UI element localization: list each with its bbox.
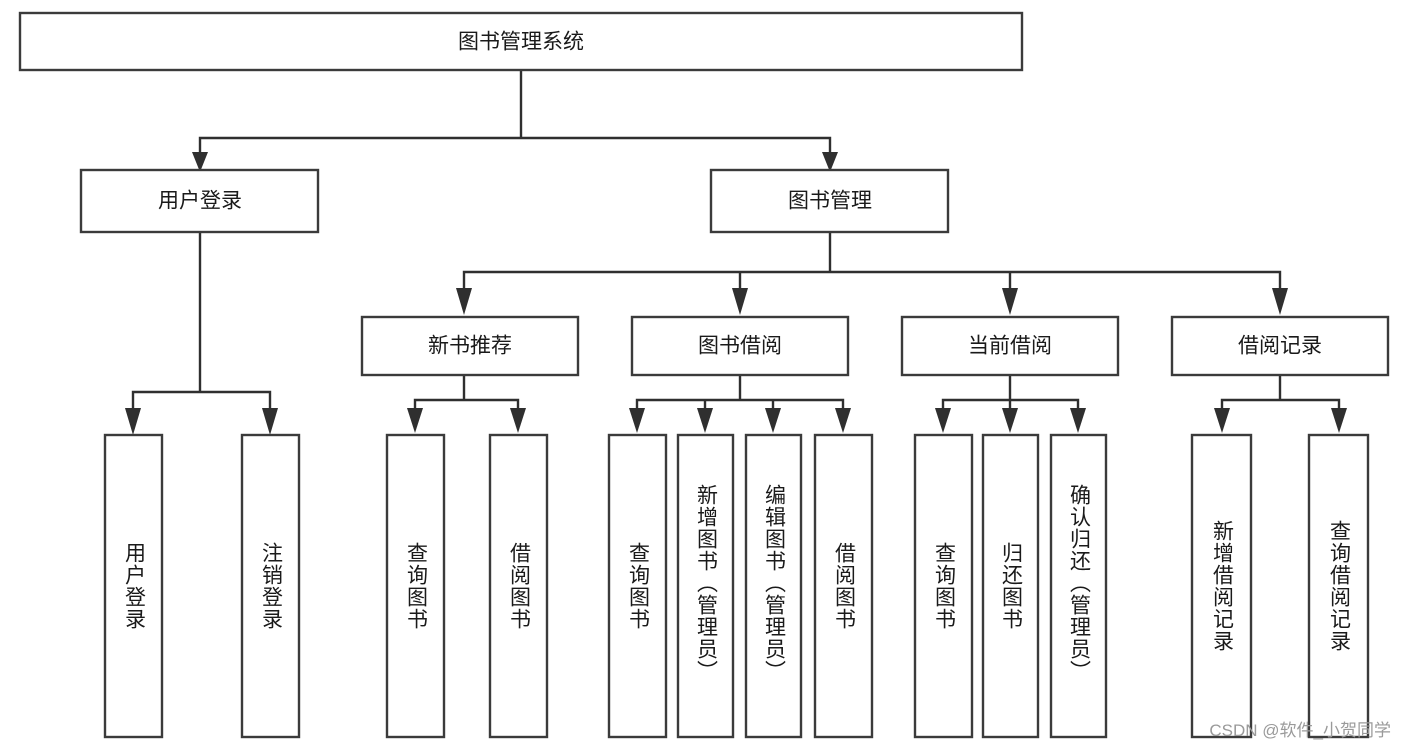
arrow-head-leaf-logout-login — [262, 408, 278, 435]
node-leaf-query-borrow-record-box[interactable] — [1307, 433, 1370, 739]
node-root[interactable]: 图书管理系统 — [18, 11, 1024, 72]
node-borrow-record-box[interactable] — [1170, 315, 1390, 377]
node-leaf-query-book-2[interactable]: 查询图书 — [607, 433, 668, 739]
node-new-book-recommend[interactable]: 新书推荐 — [360, 315, 580, 377]
node-leaf-query-borrow-record-label: 查询借阅记录 — [1327, 520, 1351, 652]
arrow-head-leaf-user-login — [125, 408, 141, 435]
arrow-head-leaf-edit-book — [765, 408, 781, 433]
node-leaf-user-login-box[interactable] — [103, 433, 164, 739]
arrow-head-leaf-query-book-2 — [629, 408, 645, 433]
node-new-book-recommend-label: 新书推荐 — [428, 335, 512, 358]
arrow-head-leaf-borrow-book-2 — [835, 408, 851, 433]
node-leaf-add-book[interactable]: 新增图书（管理员） — [676, 433, 735, 739]
node-leaf-return-book-label: 归还图书 — [999, 542, 1023, 630]
node-book-borrow-label: 图书借阅 — [698, 335, 782, 358]
arrow-head-borrow-record — [1272, 288, 1288, 315]
node-leaf-query-book-2-label: 查询图书 — [626, 542, 650, 630]
node-leaf-query-book-1[interactable]: 查询图书 — [385, 433, 446, 739]
node-user-login-label: 用户登录 — [158, 190, 242, 213]
node-leaf-query-book-3[interactable]: 查询图书 — [913, 433, 974, 739]
node-leaf-user-login[interactable]: 用户登录 — [103, 433, 164, 739]
arrow-head-current-borrow — [1002, 288, 1018, 315]
arrow-head-book-manage — [822, 152, 838, 172]
node-leaf-logout-login[interactable]: 注销登录 — [240, 433, 301, 739]
node-leaf-query-borrow-record[interactable]: 查询借阅记录 — [1307, 433, 1370, 739]
node-book-manage-box[interactable] — [709, 168, 950, 234]
node-leaf-logout-login-box[interactable] — [240, 433, 301, 739]
node-leaf-edit-book-label: 编辑图书（管理员） — [762, 484, 786, 682]
connector-current-borrow-to-leaves — [941, 373, 1080, 414]
node-leaf-confirm-return[interactable]: 确认归还（管理员） — [1049, 433, 1108, 739]
node-leaf-add-borrow-record[interactable]: 新增借阅记录 — [1190, 433, 1253, 739]
connector-new-book-recommend-to-leaves — [413, 373, 520, 414]
node-leaf-confirm-return-box[interactable] — [1049, 433, 1108, 739]
node-new-book-recommend-box[interactable] — [360, 315, 580, 377]
node-user-login-box[interactable] — [79, 168, 320, 234]
node-leaf-user-login-label: 用户登录 — [122, 542, 146, 630]
node-leaf-edit-book-box[interactable] — [744, 433, 803, 739]
connector-book-manage-to-level3 — [462, 230, 1282, 294]
node-book-manage[interactable]: 图书管理 — [709, 168, 950, 234]
node-leaf-borrow-book-2-box[interactable] — [813, 433, 874, 739]
connector-root-to-level2 — [198, 68, 832, 157]
node-book-borrow-box[interactable] — [630, 315, 850, 377]
node-leaf-return-book-box[interactable] — [981, 433, 1040, 739]
connector-borrow-record-to-leaves — [1220, 373, 1341, 414]
node-leaf-query-book-1-label: 查询图书 — [404, 542, 428, 630]
node-borrow-record[interactable]: 借阅记录 — [1170, 315, 1390, 377]
node-leaf-confirm-return-label: 确认归还（管理员） — [1067, 484, 1091, 682]
node-borrow-record-label: 借阅记录 — [1238, 335, 1322, 358]
node-leaf-query-book-3-box[interactable] — [913, 433, 974, 739]
node-leaf-query-book-2-box[interactable] — [607, 433, 668, 739]
connector-user-login-to-leaves — [131, 230, 272, 414]
node-root-label: 图书管理系统 — [458, 31, 584, 54]
arrow-head-leaf-borrow-book-1 — [510, 408, 526, 433]
arrow-head-leaf-query-book-3 — [935, 408, 951, 433]
node-leaf-add-borrow-record-label: 新增借阅记录 — [1210, 520, 1234, 652]
arrow-head-leaf-add-book — [697, 408, 713, 433]
arrow-head-user-login — [192, 152, 208, 172]
node-leaf-query-book-3-label: 查询图书 — [932, 542, 956, 630]
arrow-head-leaf-query-book-1 — [407, 408, 423, 433]
node-leaf-add-borrow-record-box[interactable] — [1190, 433, 1253, 739]
node-user-login[interactable]: 用户登录 — [79, 168, 320, 234]
arrow-head-leaf-query-borrow-record — [1331, 408, 1347, 433]
node-leaf-borrow-book-1[interactable]: 借阅图书 — [488, 433, 549, 739]
node-root-box[interactable] — [18, 11, 1024, 72]
node-leaf-add-book-label: 新增图书（管理员） — [694, 484, 718, 682]
node-leaf-logout-login-label: 注销登录 — [259, 542, 283, 630]
node-book-manage-label: 图书管理 — [788, 190, 872, 213]
arrow-head-book-borrow — [732, 288, 748, 315]
node-leaf-add-book-box[interactable] — [676, 433, 735, 739]
node-leaf-borrow-book-1-label: 借阅图书 — [507, 542, 531, 630]
arrow-head-new-book-recommend — [456, 288, 472, 315]
connectors-layer — [125, 68, 1347, 435]
arrow-head-leaf-add-borrow-record — [1214, 408, 1230, 433]
node-leaf-query-book-1-box[interactable] — [385, 433, 446, 739]
node-current-borrow[interactable]: 当前借阅 — [900, 315, 1120, 377]
node-current-borrow-box[interactable] — [900, 315, 1120, 377]
arrow-head-leaf-confirm-return — [1070, 408, 1086, 433]
node-leaf-edit-book[interactable]: 编辑图书（管理员） — [744, 433, 803, 739]
node-current-borrow-label: 当前借阅 — [968, 335, 1052, 358]
node-leaf-borrow-book-2-label: 借阅图书 — [832, 542, 856, 630]
node-book-borrow[interactable]: 图书借阅 — [630, 315, 850, 377]
connector-book-borrow-to-leaves — [635, 373, 845, 414]
arrow-head-leaf-return-book — [1002, 408, 1018, 433]
node-leaf-borrow-book-1-box[interactable] — [488, 433, 549, 739]
node-leaf-borrow-book-2[interactable]: 借阅图书 — [813, 433, 874, 739]
node-leaf-return-book[interactable]: 归还图书 — [981, 433, 1040, 739]
